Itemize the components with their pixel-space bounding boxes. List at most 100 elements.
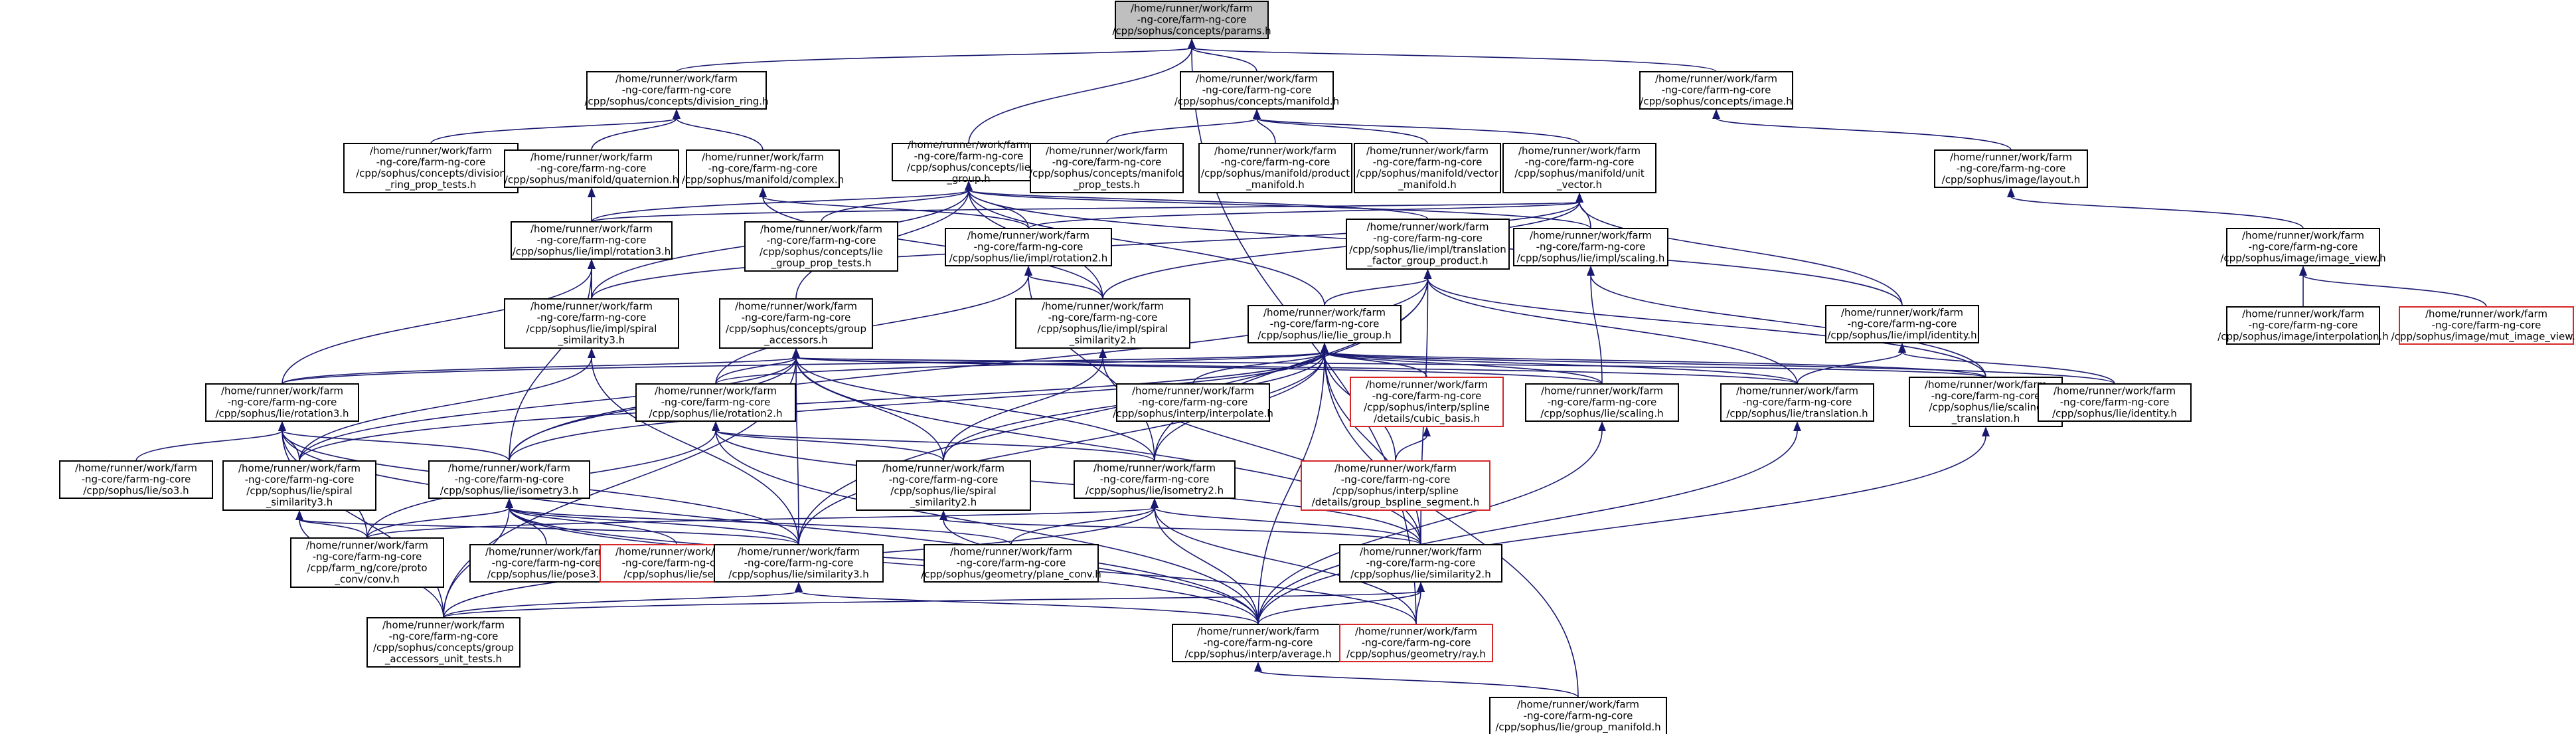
- node-scaling[interactable]: /home/runner/work/farm-ng-core/farm-ng-c…: [1525, 383, 1679, 422]
- node-plane_conv[interactable]: /home/runner/work/farm-ng-core/farm-ng-c…: [921, 544, 1101, 583]
- node-so3[interactable]: /home/runner/work/farm-ng-core/farm-ng-c…: [59, 460, 213, 499]
- node-division_ring[interactable]: /home/runner/work/farm-ng-core/farm-ng-c…: [584, 71, 769, 110]
- node-identity[interactable]: /home/runner/work/farm-ng-core/farm-ng-c…: [2038, 383, 2192, 422]
- node-interpolation[interactable]: /home/runner/work/farm-ng-core/farm-ng-c…: [2217, 306, 2389, 345]
- edge-average-to-similarity2: [1257, 591, 1421, 625]
- node-params[interactable]: /home/runner/work/farm-ng-core/farm-ng-c…: [1112, 1, 1271, 39]
- node-label-line: /cpp/sophus/manifold/unit: [1514, 167, 1645, 179]
- node-label-line: _translation.h: [1951, 413, 2020, 425]
- node-label-line: /home/runner/work/farm: [908, 139, 1030, 151]
- node-label-line: /home/runner/work/farm: [1263, 307, 1386, 319]
- edge-rotation3-to-lie_group: [282, 351, 1325, 385]
- arrow-head: [2007, 187, 2015, 197]
- node-lie_group_c[interactable]: /home/runner/work/farm-ng-core/farm-ng-c…: [892, 139, 1046, 185]
- node-label-line: -ng-core/farm-ng-core: [1362, 637, 1471, 649]
- arrow-head: [1587, 266, 1595, 276]
- node-label-line: _group_prop_tests.h: [770, 257, 871, 270]
- node-label-line: -ng-core/farm-ng-core: [622, 84, 732, 96]
- node-cubic_basis[interactable]: /home/runner/work/farm-ng-core/farm-ng-c…: [1350, 377, 1504, 427]
- edge-group_manifold-to-lie_group: [1324, 351, 1579, 698]
- node-conv[interactable]: /home/runner/work/farm-ng-core/farm-ng-c…: [290, 537, 444, 588]
- node-label-line: /cpp/sophus/concepts/lie: [760, 246, 883, 258]
- node-unit_vector[interactable]: /home/runner/work/farm-ng-core/farm-ng-c…: [1502, 143, 1656, 193]
- node-label-line: /home/runner/work/farm: [1541, 385, 1663, 397]
- edge-mut_image_view-to-image_view: [2302, 274, 2487, 308]
- node-label-line: -ng-core/farm-ng-core: [1957, 163, 2066, 175]
- node-ray[interactable]: /home/runner/work/farm-ng-core/farm-ng-c…: [1339, 624, 1493, 662]
- node-spiral_sim2_impl[interactable]: /home/runner/work/farm-ng-core/farm-ng-c…: [1015, 298, 1190, 349]
- node-label-line: _ring_prop_tests.h: [385, 179, 477, 191]
- node-translation_factor[interactable]: /home/runner/work/farm-ng-core/farm-ng-c…: [1346, 219, 1510, 270]
- node-label-line: /home/runner/work/farm: [882, 462, 1005, 474]
- node-quaternion[interactable]: /home/runner/work/farm-ng-core/farm-ng-c…: [504, 149, 679, 188]
- edge-similarity3-to-group_accessors: [795, 357, 799, 545]
- node-scaling_impl[interactable]: /home/runner/work/farm-ng-core/farm-ng-c…: [1513, 228, 1668, 266]
- edge-similarity2-to-rotation2: [715, 430, 1421, 545]
- node-mut_image_view[interactable]: /home/runner/work/farm-ng-core/farm-ng-c…: [2391, 306, 2576, 345]
- node-translation[interactable]: /home/runner/work/farm-ng-core/farm-ng-c…: [1720, 383, 1874, 422]
- node-spiral_sim3[interactable]: /home/runner/work/farm-ng-core/farm-ng-c…: [222, 460, 376, 511]
- edge-rotation3-to-group_accessors: [282, 357, 797, 385]
- node-group_bspline[interactable]: /home/runner/work/farm-ng-core/farm-ng-c…: [1301, 460, 1490, 511]
- node-spiral_sim2[interactable]: /home/runner/work/farm-ng-core/farm-ng-c…: [856, 460, 1031, 511]
- arrow-head: [588, 348, 596, 358]
- node-similarity3[interactable]: /home/runner/work/farm-ng-core/farm-ng-c…: [714, 544, 884, 583]
- node-box: [1248, 305, 1402, 343]
- node-interpolate[interactable]: /home/runner/work/farm-ng-core/farm-ng-c…: [1113, 383, 1273, 422]
- edge-average-to-similarity3: [798, 591, 1259, 625]
- node-lie_group[interactable]: /home/runner/work/farm-ng-core/farm-ng-c…: [1248, 305, 1402, 343]
- edge-plane_conv-to-isometry3: [509, 507, 1012, 545]
- node-product_manifold[interactable]: /home/runner/work/farm-ng-core/farm-ng-c…: [1198, 143, 1352, 193]
- node-identity_impl[interactable]: /home/runner/work/farm-ng-core/farm-ng-c…: [1825, 305, 1979, 343]
- node-isometry3[interactable]: /home/runner/work/farm-ng-core/farm-ng-c…: [428, 460, 590, 499]
- edge-spiral_sim2_impl-to-unit_vector: [1102, 201, 1580, 300]
- node-box: [744, 221, 898, 272]
- node-manifold[interactable]: /home/runner/work/farm-ng-core/farm-ng-c…: [1174, 71, 1339, 110]
- node-label-line: /home/runner/work/farm: [1366, 145, 1489, 157]
- edge-lie_group_tests-to-lie_group_c: [821, 189, 969, 223]
- node-layout[interactable]: /home/runner/work/farm-ng-core/farm-ng-c…: [1934, 149, 2088, 188]
- edge-scaling-to-scaling_impl: [1590, 274, 1603, 385]
- node-box: [1639, 71, 1793, 110]
- node-lie_group_tests[interactable]: /home/runner/work/farm-ng-core/farm-ng-c…: [744, 221, 898, 272]
- node-box: [2038, 383, 2192, 422]
- node-image_c[interactable]: /home/runner/work/farm-ng-core/farm-ng-c…: [1639, 71, 1793, 110]
- node-image_view[interactable]: /home/runner/work/farm-ng-core/farm-ng-c…: [2220, 228, 2386, 266]
- node-group_manifold[interactable]: /home/runner/work/farm-ng-core/farm-ng-c…: [1489, 697, 1667, 734]
- edge-average-to-scaling_translation: [1257, 435, 1986, 625]
- node-group_accessors[interactable]: /home/runner/work/farm-ng-core/farm-ng-c…: [719, 298, 873, 349]
- node-rotation2[interactable]: /home/runner/work/farm-ng-core/farm-ng-c…: [635, 383, 796, 422]
- edge-similarity3-to-lie_group: [798, 351, 1325, 545]
- node-box: [1116, 383, 1270, 422]
- node-similarity2[interactable]: /home/runner/work/farm-ng-core/farm-ng-c…: [1339, 544, 1502, 583]
- edge-lie_group_c-to-params: [968, 47, 1192, 144]
- node-isometry2[interactable]: /home/runner/work/farm-ng-core/farm-ng-c…: [1074, 460, 1236, 499]
- node-group_accessors_tests[interactable]: /home/runner/work/farm-ng-core/farm-ng-c…: [366, 617, 521, 668]
- node-label-line: /cpp/sophus/lie/impl/translation: [1349, 244, 1506, 256]
- edge-rotation2-to-lie_group: [715, 351, 1325, 385]
- node-label-line: _similarity3.h: [266, 496, 333, 509]
- node-label-line: -ng-core/farm-ng-core: [661, 397, 771, 409]
- edge-rotation3_impl-to-unit_vector: [591, 201, 1580, 223]
- node-label-line: -ng-core/farm-ng-core: [2249, 320, 2358, 331]
- node-box: [586, 71, 767, 110]
- arrow-head: [939, 510, 947, 520]
- node-rotation3[interactable]: /home/runner/work/farm-ng-core/farm-ng-c…: [205, 383, 359, 422]
- node-label-line: -ng-core/farm-ng-core: [1373, 232, 1483, 244]
- edge-scaling-to-lie_group: [1324, 351, 1603, 385]
- node-rotation2_impl[interactable]: /home/runner/work/farm-ng-core/farm-ng-c…: [945, 228, 1112, 266]
- node-div_ring_tests[interactable]: /home/runner/work/farm-ng-core/farm-ng-c…: [343, 143, 519, 193]
- node-label-line: /cpp/sophus/interp/average.h: [1184, 648, 1331, 660]
- node-scaling_translation[interactable]: /home/runner/work/farm-ng-core/farm-ng-c…: [1909, 377, 2063, 427]
- node-manifold_tests[interactable]: /home/runner/work/farm-ng-core/farm-ng-c…: [1029, 143, 1184, 193]
- node-label-line: -ng-core/farm-ng-core: [1048, 312, 1158, 323]
- node-rotation3_impl[interactable]: /home/runner/work/farm-ng-core/farm-ng-c…: [511, 221, 673, 260]
- node-label-line: /cpp/sophus/interp/spline: [1364, 401, 1490, 413]
- node-spiral_sim3_impl[interactable]: /home/runner/work/farm-ng-core/farm-ng-c…: [504, 298, 679, 349]
- node-label-line: /cpp/sophus/lie/lie_group.h: [1257, 329, 1391, 342]
- node-vector_manifold[interactable]: /home/runner/work/farm-ng-core/farm-ng-c…: [1354, 143, 1501, 193]
- node-average[interactable]: /home/runner/work/farm-ng-core/farm-ng-c…: [1172, 624, 1344, 662]
- node-label-line: /cpp/sophus/interp/spline: [1332, 485, 1459, 497]
- edge-unit_vector-to-manifold: [1256, 118, 1580, 144]
- node-complex[interactable]: /home/runner/work/farm-ng-core/farm-ng-c…: [682, 149, 844, 188]
